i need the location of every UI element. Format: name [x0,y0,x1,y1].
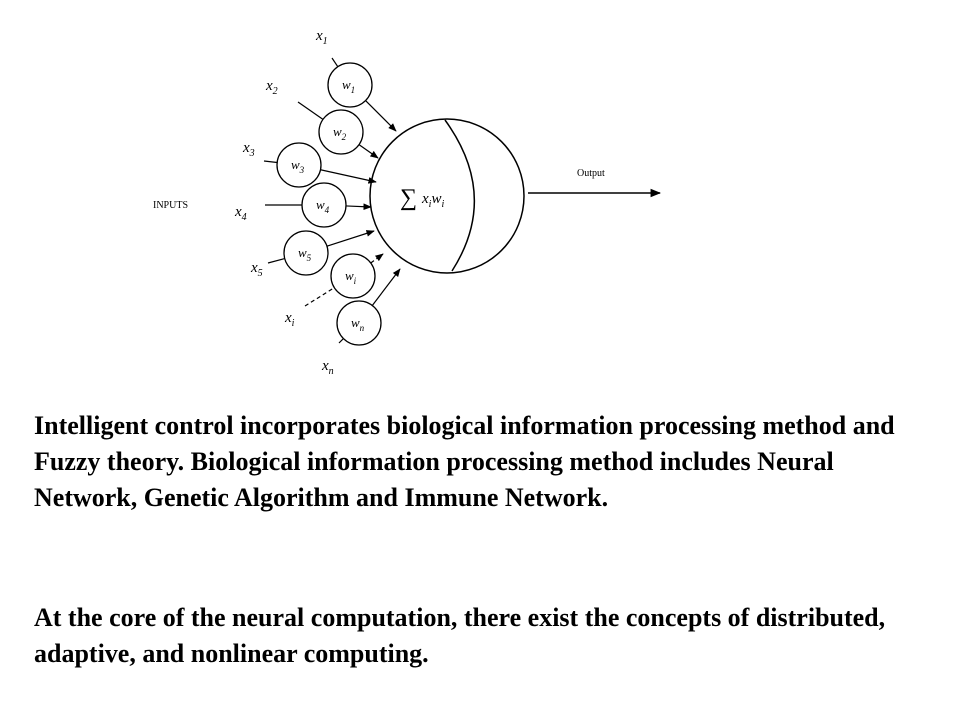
inputs-label: INPUTS [153,200,188,211]
weight-label: w2 [333,124,347,142]
paragraph-neural-computation: At the core of the neural computation, t… [34,603,886,668]
weight-node [283,230,329,276]
weight-node [276,142,322,188]
input-label: x3 [242,140,255,159]
weight-arrow [370,253,384,264]
weight-label: w4 [316,197,330,215]
weight-label: wn [351,315,365,333]
input-label: x4 [234,204,247,223]
weight-arrow [345,203,372,211]
weight-label: w5 [298,245,312,263]
weight-arrow [326,230,375,247]
input-connection [297,101,324,120]
paragraph-intelligent-control: Intelligent control incorporates biologi… [34,411,895,512]
input-connection [304,287,335,307]
input-connection [263,160,278,164]
weight-node [330,253,376,299]
sum-w-sub: i [441,199,444,210]
weight-node [301,182,347,228]
neuron-body [369,118,525,274]
weight-node [327,62,373,108]
sum-x-sub: i [429,199,432,210]
sum-w: w [431,191,441,207]
weight-arrow [365,100,397,132]
weight-label: wi [345,268,357,286]
input-label: x1 [315,28,328,47]
weight-label: w1 [342,77,355,95]
weight-arrow [320,169,377,184]
weight-node [318,109,364,155]
input-connection [267,258,285,264]
weight-label: w3 [291,157,305,175]
weight-arrow [358,144,379,159]
sum-symbol: ∑ [400,185,417,211]
input-label: x2 [265,78,278,97]
weight-node [336,300,382,346]
weight-arrow [371,268,401,306]
input-connection [338,338,344,344]
sum-expression: xiwi [421,191,444,210]
sum-x: x [421,191,429,207]
output-label: Output [577,168,605,179]
input-label: xi [284,310,295,329]
input-connection [331,57,339,68]
input-label: x5 [250,260,263,279]
input-label: xn [321,358,334,377]
neuron-divider [444,119,475,272]
